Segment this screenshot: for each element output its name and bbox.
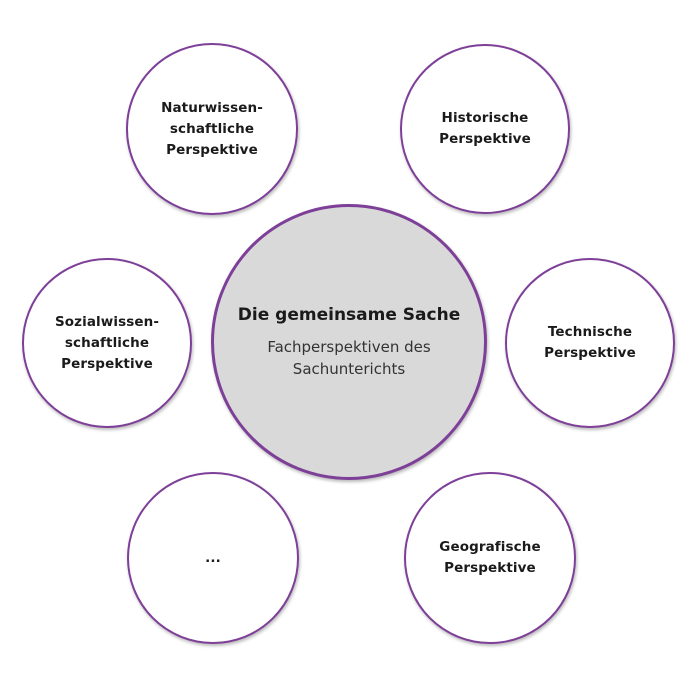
central-topic-title: Die gemeinsame Sache: [237, 305, 461, 325]
social-science-perspective-circle: Sozialwissen- schaftliche Perspektive: [22, 258, 192, 428]
further-perspectives-label: ...: [205, 549, 221, 566]
historical-perspective-circle: Historische Perspektive: [400, 44, 570, 214]
central-topic-circle: Die gemeinsame Sache Fachperspektiven de…: [211, 204, 487, 480]
further-perspectives-circle: ...: [127, 472, 299, 644]
central-topic-subtitle: Fachperspektiven des Sachunterichts: [267, 338, 431, 378]
historical-perspective-label: Historische Perspektive: [439, 110, 531, 147]
technical-perspective-circle: Technische Perspektive: [505, 258, 675, 428]
social-science-perspective-label: Sozialwissen- schaftliche Perspektive: [54, 313, 160, 372]
natural-science-perspective-circle: Naturwissen- schaftliche Perspektive: [126, 43, 298, 215]
geographical-perspective-label: Geografische Perspektive: [439, 539, 541, 576]
geographical-perspective-circle: Geografische Perspektive: [404, 472, 576, 644]
technical-perspective-label: Technische Perspektive: [544, 324, 636, 361]
natural-science-perspective-label: Naturwissen- schaftliche Perspektive: [161, 99, 263, 158]
